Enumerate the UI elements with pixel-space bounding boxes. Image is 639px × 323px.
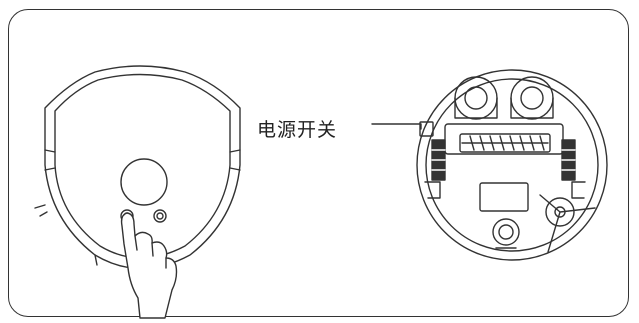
- caster-wheel-icon: [492, 218, 520, 249]
- power-switch-label: 电源开关: [257, 119, 338, 141]
- wheel-right-icon: [510, 76, 554, 120]
- robot-bottom-view: [416, 69, 608, 261]
- wheel-left-icon: [454, 76, 498, 120]
- callout-leader-line: [371, 123, 422, 130]
- side-brush-icon: [539, 194, 596, 253]
- finger-icon: [120, 212, 178, 319]
- home-button-icon: [153, 209, 167, 223]
- power-switch-icon: [419, 121, 434, 137]
- diagram-frame: [8, 9, 629, 317]
- main-button-icon: [120, 158, 168, 206]
